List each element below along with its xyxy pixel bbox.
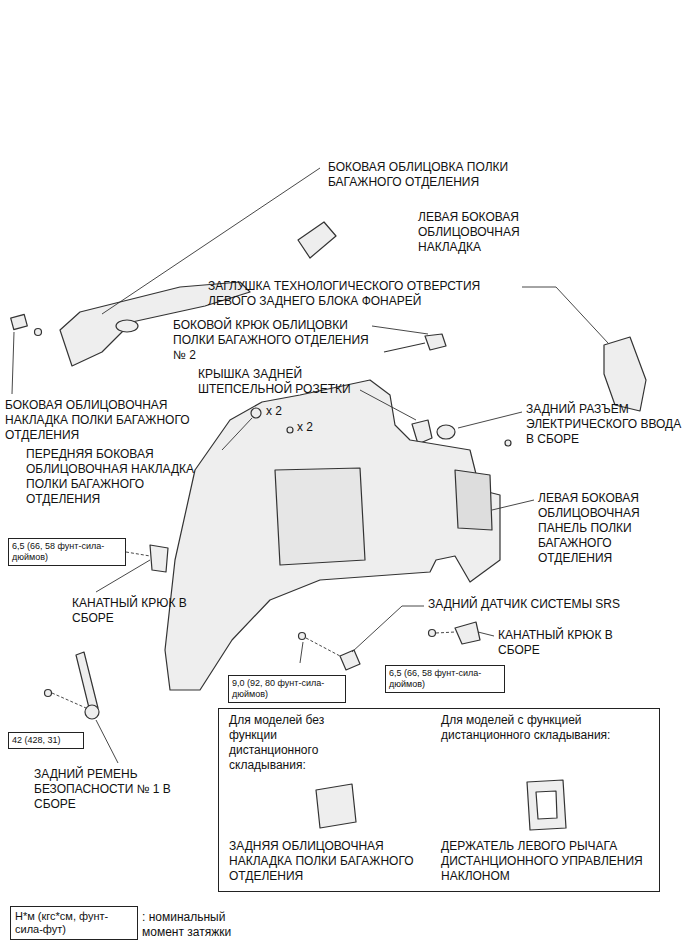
- leader-line: [222, 418, 252, 450]
- side-panel: [165, 380, 500, 690]
- screw: [35, 329, 42, 336]
- part-name: ЗАДНИЙ ДАТЧИК СИСТЕМЫ SRS: [428, 597, 683, 612]
- leader-line: [458, 412, 522, 428]
- part-name: БОКОВАЯ ОБЛИЦОВКА ПОЛКИ БАГАЖНОГО ОТДЕЛЕ…: [328, 160, 543, 190]
- torque-value: 6,5 (66, 58 фунт-сила-дюймов): [12, 541, 122, 563]
- leader-line: [12, 332, 14, 394]
- leader-line: [372, 326, 428, 334]
- quantity-note: x 2: [266, 404, 296, 419]
- service-plug: [604, 337, 646, 411]
- part-name: ЗАГЛУШКА ТЕХНОЛОГИЧЕСКОГО ОТВЕРСТИЯ ЛЕВО…: [208, 279, 528, 309]
- seat-belt: [76, 652, 98, 712]
- part-name: БОКОВАЯ ОБЛИЦОВОЧНАЯ НАКЛАДКА ПОЛКИ БАГА…: [5, 398, 210, 443]
- screw: [287, 427, 293, 433]
- bolt-line: [306, 638, 340, 656]
- part-name: ЗАДНИЙ РАЗЪЕМ ЭЛЕКТРИЧЕСКОГО ВВОДА В СБО…: [526, 402, 686, 447]
- part-name: ЗАДНИЙ РЕМЕНЬ БЕЗОПАСНОСТИ № 1 В СБОРЕ: [34, 767, 184, 812]
- variant-text: ДЕРЖАТЕЛЬ ЛЕВОГО РЫЧАГА ДИСТАНЦИОННОГО У…: [441, 839, 651, 884]
- variant-box: Для моделей без функции дистанционного с…: [218, 708, 660, 892]
- leader-line: [96, 720, 118, 763]
- trim-boss: [116, 320, 138, 332]
- hook-screw: [384, 343, 425, 352]
- legend-note: : номинальный момент затяжки: [142, 910, 262, 940]
- variant-text: Для моделей без функции дистанционного с…: [229, 713, 359, 773]
- bolt-line: [126, 552, 150, 556]
- torque-box: 6,5 (66, 58 фунт-сила-дюймов): [8, 538, 126, 566]
- bolt-line: [436, 632, 455, 633]
- rear-cover-icon: [316, 784, 356, 828]
- small-cover: [11, 314, 28, 329]
- torque-value: Н*м (кгс*см, фунт-сила-фут): [15, 910, 133, 936]
- part-name: КРЫШКА ЗАДНЕЙ ШТЕПСЕЛЬНОЙ РОЗЕТКИ: [198, 367, 363, 397]
- torque-leader: [300, 642, 303, 663]
- torque-value: 9,0 (92, 80 фунт-сила-дюймов): [232, 678, 342, 700]
- power-connector: [437, 425, 455, 439]
- torque-box: 6,5 (66, 58 фунт-сила-дюймов): [385, 665, 505, 693]
- leader-line: [522, 287, 608, 343]
- leader-line: [478, 632, 494, 636]
- bolt: [429, 630, 436, 637]
- belt-anchor: [85, 705, 99, 719]
- part-name: ЛЕВАЯ БОКОВАЯ ОБЛИЦОВОЧНАЯ НАКЛАДКА: [418, 210, 543, 255]
- rope-hook: [455, 622, 480, 644]
- torque-box: 9,0 (92, 80 фунт-сила-дюймов): [228, 675, 346, 703]
- part-name: ЛЕВАЯ БОКОВАЯ ОБЛИЦОВОЧНАЯ ПАНЕЛЬ ПОЛКИ …: [538, 491, 686, 566]
- torque-value: 6,5 (66, 58 фунт-сила-дюймов): [389, 668, 501, 690]
- variant-text: ЗАДНЯЯ ОБЛИЦОВОЧНАЯ НАКЛАДКА ПОЛКИ БАГАЖ…: [229, 839, 429, 884]
- part-name: БОКОВОЙ КРЮК ОБЛИЦОВКИ ПОЛКИ БАГАЖНОГО О…: [173, 318, 373, 363]
- leader-line: [360, 390, 416, 420]
- part-name: КАНАТНЫЙ КРЮК В СБОРЕ: [72, 596, 187, 626]
- side-hook: [425, 334, 446, 350]
- srs-sensor: [340, 650, 360, 670]
- bolt: [299, 633, 306, 640]
- screw: [505, 440, 511, 446]
- torque-value: 42 (428, 31): [12, 735, 80, 746]
- torque-box: Н*м (кгс*см, фунт-сила-фут): [10, 906, 138, 940]
- side-cover: [298, 222, 336, 258]
- clip: [251, 408, 261, 418]
- part-name: КАНАТНЫЙ КРЮК В СБОРЕ: [498, 628, 648, 658]
- leader-line: [492, 500, 534, 510]
- lever-holder-icon: [527, 780, 566, 830]
- panel-recess: [275, 468, 365, 565]
- bolt-line: [52, 693, 86, 708]
- variant-text: Для моделей с функцией дистанционного ск…: [441, 713, 621, 743]
- torque-box: 42 (428, 31): [8, 732, 84, 749]
- rope-hook: [150, 545, 168, 572]
- bolt: [45, 690, 52, 697]
- leader-line: [352, 606, 424, 652]
- panel-grille: [455, 470, 492, 530]
- quantity-note: x 2: [297, 420, 327, 435]
- part-name: ПЕРЕДНЯЯ БОКОВАЯ ОБЛИЦОВОЧНАЯ НАКЛАДКА П…: [26, 447, 196, 507]
